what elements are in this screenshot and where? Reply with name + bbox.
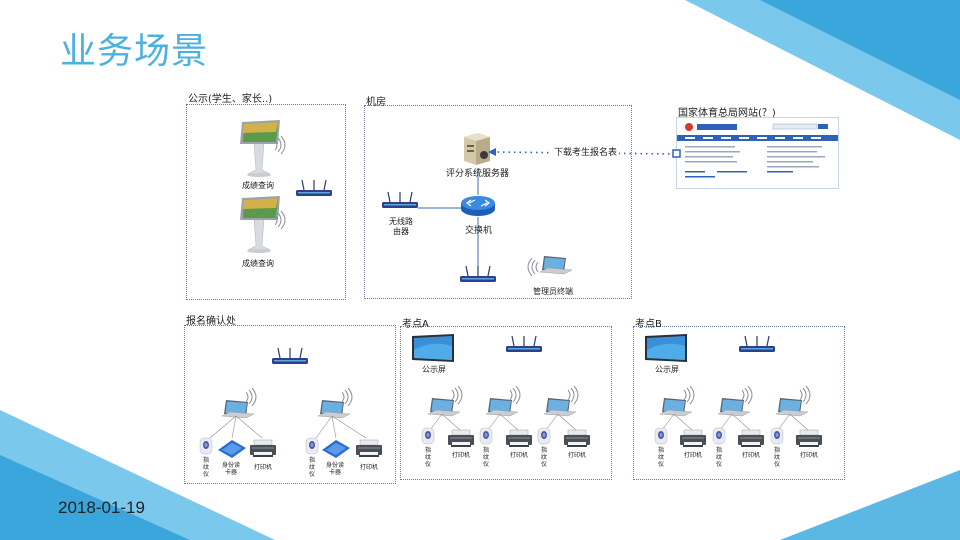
site-a-fingerprint-label-3: 指 纹 仪 xyxy=(540,447,547,468)
site-b-fingerprint-3 xyxy=(770,427,784,445)
slide-date: 2018-01-19 xyxy=(58,498,145,517)
site-a-printer-2 xyxy=(505,429,533,448)
registration-id-reader-1 xyxy=(218,440,246,458)
site-a-links xyxy=(429,413,577,431)
site-b-printer-label-3: 打印机 xyxy=(799,452,818,459)
registration-printer-label-2: 打印机 xyxy=(359,464,378,471)
site-b-printer-label-1: 打印机 xyxy=(683,452,702,459)
site-b-laptop-3 xyxy=(775,397,809,417)
registration-fingerprint-1 xyxy=(199,437,213,455)
site-a-printer-3 xyxy=(563,429,591,448)
site-a-fingerprint-3 xyxy=(537,427,551,445)
site-a-printer-label-2: 打印机 xyxy=(509,452,528,459)
site-a-laptop-2 xyxy=(485,397,519,417)
registration-links-1 xyxy=(209,415,263,439)
site-b-printer-label-2: 打印机 xyxy=(741,452,760,459)
site-a-laptop-3 xyxy=(543,397,577,417)
server-room-router xyxy=(381,191,419,209)
site-b-fingerprint-label-3: 指 纹 仪 xyxy=(773,447,780,468)
site-a-fingerprint-label-2: 指 纹 仪 xyxy=(482,447,489,468)
site-b-label: 考点B xyxy=(635,319,662,330)
site-a-laptop-1 xyxy=(427,397,461,417)
registration-zone xyxy=(184,325,396,484)
public-zone xyxy=(186,104,346,300)
registration-id-reader-label-2: 身份读 卡器 xyxy=(325,462,344,476)
site-b-laptop-1 xyxy=(659,397,693,417)
kiosk-top xyxy=(239,119,281,178)
server-room-zone xyxy=(364,105,632,299)
website-label: 国家体育总局网站(？) xyxy=(678,108,776,119)
server-room-router-2 xyxy=(459,265,497,283)
network-switch-icon xyxy=(461,196,495,216)
registration-fingerprint-2 xyxy=(305,437,319,455)
registration-fingerprint-label-2: 指 纹 仪 xyxy=(308,457,315,478)
public-zone-label: 公示(学生、家长..) xyxy=(188,94,273,105)
site-b-fingerprint-2 xyxy=(712,427,726,445)
website-preview-icon xyxy=(677,118,838,178)
site-a-zone xyxy=(400,326,612,480)
registration-printer-label-1: 打印机 xyxy=(253,464,272,471)
registration-laptop-2 xyxy=(317,399,351,419)
website-thumbnail[interactable] xyxy=(676,117,839,189)
registration-laptop-1 xyxy=(221,399,255,419)
download-arrow xyxy=(488,148,496,156)
site-b-fingerprint-label-2: 指 纹 仪 xyxy=(715,447,722,468)
site-b-printer-2 xyxy=(737,429,765,448)
site-b-screen xyxy=(645,334,687,362)
top-right-corner-inner xyxy=(760,0,960,100)
site-b-fingerprint-label-1: 指 纹 仪 xyxy=(657,447,664,468)
site-a-fingerprint-2 xyxy=(479,427,493,445)
registration-fingerprint-label-1: 指 纹 仪 xyxy=(202,457,209,478)
site-a-printer-1 xyxy=(447,429,475,448)
site-a-router xyxy=(505,335,543,353)
site-b-zone xyxy=(633,326,845,480)
site-a-screen-label: 公示屏 xyxy=(422,365,446,374)
site-b-printer-3 xyxy=(795,429,823,448)
public-router xyxy=(295,179,333,197)
registration-id-reader-2 xyxy=(322,440,350,458)
server-label: 评分系统服务器 xyxy=(446,169,510,179)
site-b-laptop-2 xyxy=(717,397,751,417)
website-link-node xyxy=(672,149,681,158)
download-link-label: 下载考生报名表 xyxy=(552,145,620,158)
registration-router xyxy=(271,347,309,365)
bottom-right-corner xyxy=(780,470,960,540)
site-b-router xyxy=(738,335,776,353)
site-a-printer-label-1: 打印机 xyxy=(451,452,470,459)
site-a-fingerprint-1 xyxy=(421,427,435,445)
registration-label: 报名确认处 xyxy=(186,316,236,327)
bottom-left-corner-inner xyxy=(0,455,190,540)
registration-id-reader-label-1: 身份读 卡器 xyxy=(221,462,240,476)
admin-wifi-icon xyxy=(527,257,539,277)
router-label: 无线路 由器 xyxy=(389,217,413,236)
registration-printer-1 xyxy=(249,439,277,458)
server-room-label: 机房 xyxy=(366,97,386,108)
site-b-fingerprint-1 xyxy=(654,427,668,445)
site-a-fingerprint-label-1: 指 纹 仪 xyxy=(424,447,431,468)
site-b-links xyxy=(661,413,809,431)
registration-printer-2 xyxy=(355,439,383,458)
registration-links-2 xyxy=(315,415,367,439)
admin-label: 管理员终端 xyxy=(533,287,573,296)
admin-laptop xyxy=(539,255,573,275)
site-a-screen xyxy=(412,334,454,362)
kiosk-bottom xyxy=(239,195,281,254)
site-a-label: 考点A xyxy=(402,319,429,330)
kiosk-label-1: 成绩查询 xyxy=(242,181,274,190)
switch-label: 交换机 xyxy=(465,226,493,236)
slide-title: 业务场景 xyxy=(60,31,209,72)
server-icon xyxy=(464,133,490,165)
kiosk-label-2: 成绩查询 xyxy=(242,259,274,268)
site-b-printer-1 xyxy=(679,429,707,448)
site-b-screen-label: 公示屏 xyxy=(655,365,679,374)
site-a-printer-label-3: 打印机 xyxy=(567,452,586,459)
